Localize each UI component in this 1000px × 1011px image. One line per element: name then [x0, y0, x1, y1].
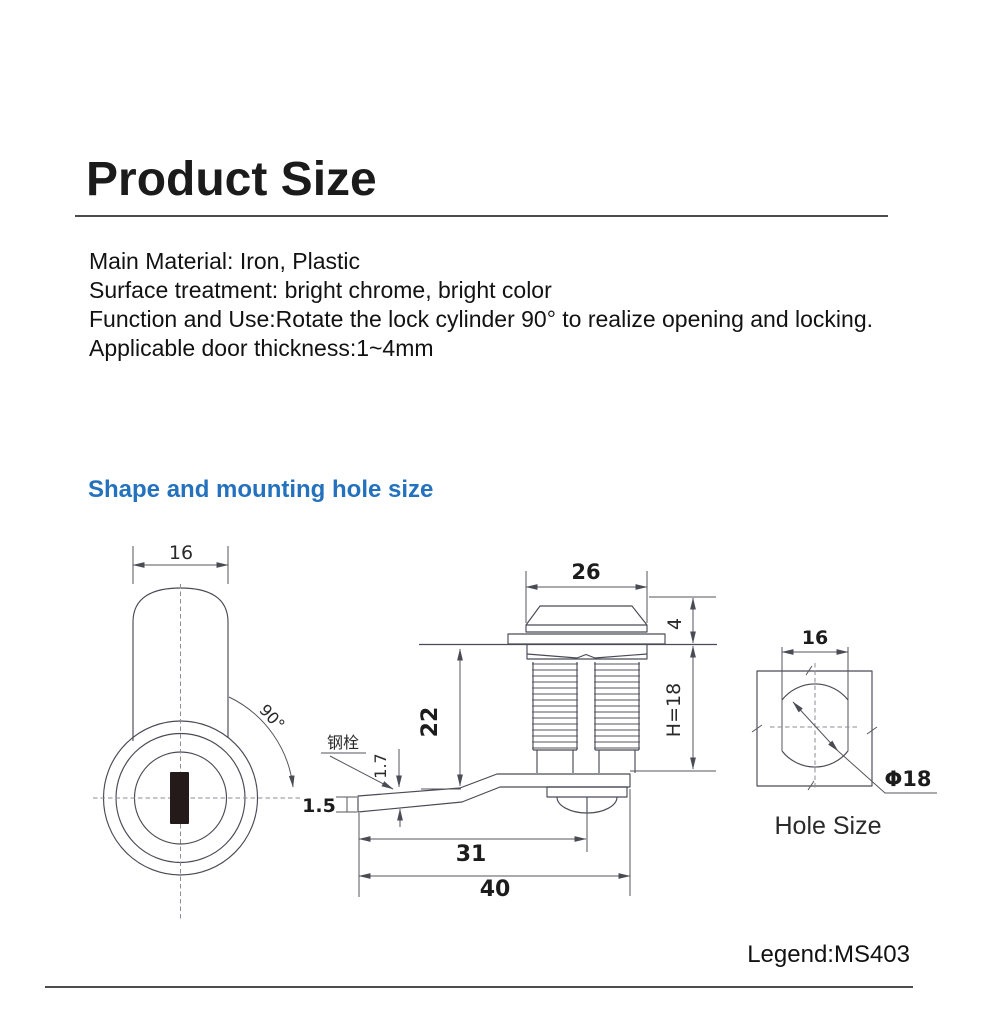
- bolt-leader: [329, 755, 394, 790]
- arm-thickness-label: 1.7: [371, 753, 390, 778]
- lock-nut-body: [526, 645, 648, 660]
- tip-thickness-bracket: [336, 796, 357, 813]
- flange: [507, 633, 666, 645]
- diameter-arrow-line: [792, 701, 839, 752]
- right-thread-ridges: [594, 663, 640, 749]
- nut-chamfer: [526, 653, 648, 659]
- rotation-dim-label: 90°: [255, 700, 288, 734]
- rotation-arc: [228, 696, 295, 788]
- front-view: 26 钢栓 1.7: [302, 560, 717, 902]
- hole-arcs: [781, 683, 849, 768]
- bolt-label: 钢栓: [327, 733, 359, 752]
- head-height-label: 4: [664, 618, 686, 630]
- technical-drawing: 16 90° 26: [93, 542, 937, 920]
- bottom-divider: [45, 986, 913, 988]
- diameter-leader: [837, 750, 937, 794]
- description-line: Surface treatment: bright chrome, bright…: [89, 277, 552, 303]
- lock-head: [525, 605, 648, 626]
- break-marks: [751, 665, 878, 791]
- stud-shanks: [533, 749, 639, 773]
- description-line: Applicable door thickness:1~4mm: [89, 335, 434, 361]
- section-heading: Shape and mounting hole size: [88, 476, 434, 503]
- title-divider: [75, 215, 888, 217]
- cam-lever: [357, 773, 631, 813]
- head-band: [525, 625, 648, 633]
- diameter-label: Φ18: [884, 767, 931, 791]
- description-line: Main Material: Iron, Plastic: [89, 248, 360, 274]
- hole-view: 16 Φ18 Hole Size: [751, 627, 937, 840]
- thread-length-label: H=18: [663, 683, 685, 737]
- hole-flats-and-ext: [781, 647, 849, 751]
- flat-width-label: 16: [802, 627, 828, 649]
- left-thread-ridges: [532, 663, 578, 749]
- page-title: Product Size: [86, 153, 377, 206]
- total-length-label: 40: [480, 877, 511, 902]
- cam-length-label: 31: [456, 842, 487, 867]
- screw-head: [556, 796, 618, 814]
- keyhole: [170, 772, 189, 824]
- tip-thickness-label: 1.5: [302, 795, 336, 817]
- description-line: Function and Use:Rotate the lock cylinde…: [89, 306, 873, 332]
- extension-lines: [525, 571, 648, 623]
- screw-washer: [546, 786, 628, 798]
- side-view: 16 90°: [93, 542, 303, 920]
- legend-text: Legend:MS403: [747, 941, 910, 968]
- product-description: Main Material: Iron, Plastic Surface tre…: [89, 247, 873, 363]
- hole-size-caption: Hole Size: [775, 812, 882, 840]
- width-dim-label: 16: [169, 542, 193, 564]
- height-dim-label: 22: [418, 707, 443, 738]
- head-width-dim-label: 26: [571, 560, 600, 584]
